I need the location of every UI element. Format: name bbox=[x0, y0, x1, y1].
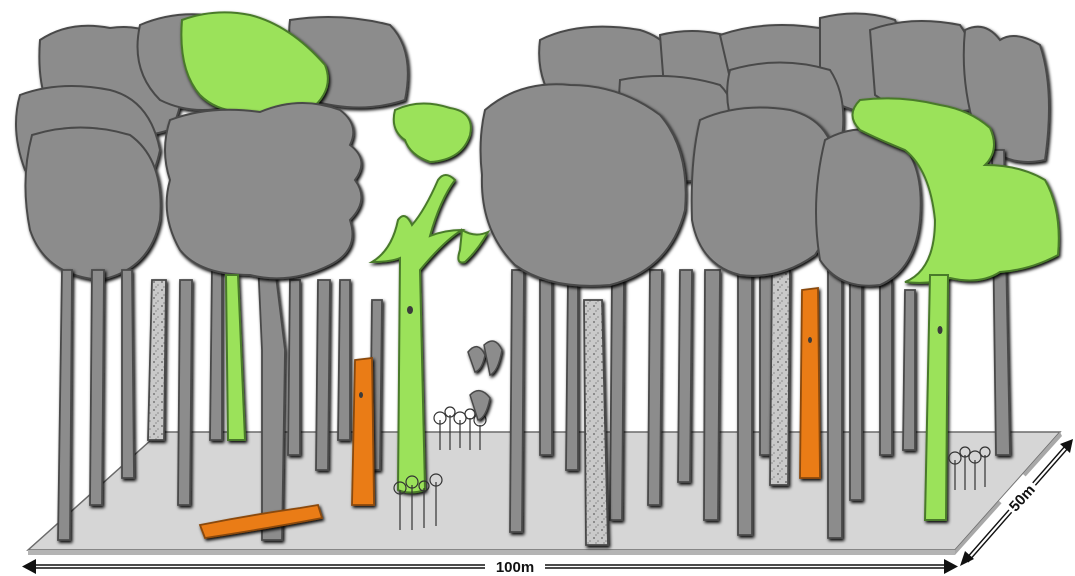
tree-trunk bbox=[828, 270, 842, 538]
tree-trunk bbox=[510, 270, 524, 532]
tree-crown bbox=[692, 108, 836, 276]
tree-trunk bbox=[58, 270, 72, 540]
highlighted-tree-trunk bbox=[226, 275, 245, 440]
tree-trunk bbox=[90, 270, 104, 505]
tree-trunk bbox=[610, 280, 624, 520]
tree-trunk bbox=[903, 290, 915, 450]
highlighted-tree-branch bbox=[458, 230, 488, 263]
tree-trunk bbox=[122, 270, 134, 478]
tree-trunk bbox=[704, 270, 720, 520]
tree-trunk bbox=[738, 270, 752, 535]
length-dimension: 100m bbox=[22, 556, 958, 576]
tree-crown bbox=[165, 103, 361, 278]
tree-trunk bbox=[288, 280, 300, 455]
arrow-right-icon bbox=[944, 559, 958, 574]
tree-trunk bbox=[880, 280, 892, 455]
tree-crown bbox=[481, 84, 686, 286]
tree-trunk bbox=[850, 280, 862, 500]
young-tree-cluster bbox=[468, 341, 502, 420]
tree-crown bbox=[816, 129, 921, 285]
tree-crown bbox=[25, 128, 160, 281]
tree-trunk bbox=[648, 270, 662, 505]
snag bbox=[352, 358, 374, 505]
tree-trunk bbox=[338, 280, 350, 440]
arrow-down-icon bbox=[960, 551, 974, 566]
length-label: 100m bbox=[496, 559, 534, 576]
tree-trunk bbox=[178, 280, 192, 505]
highlighted-tree-trunk bbox=[925, 275, 948, 520]
tree-trunk bbox=[540, 280, 552, 455]
arrow-left-icon bbox=[22, 559, 36, 574]
highlighted-tree-crown bbox=[394, 103, 471, 162]
tree-trunk bbox=[210, 270, 222, 440]
tree-trunk bbox=[566, 280, 578, 470]
tree-trunk bbox=[258, 260, 285, 540]
birch-trunk bbox=[148, 280, 166, 440]
birch-trunk bbox=[770, 270, 790, 485]
birch-trunk bbox=[584, 300, 608, 545]
snag bbox=[800, 288, 820, 478]
tree-trunk bbox=[678, 270, 692, 482]
tree-trunk bbox=[316, 280, 330, 470]
